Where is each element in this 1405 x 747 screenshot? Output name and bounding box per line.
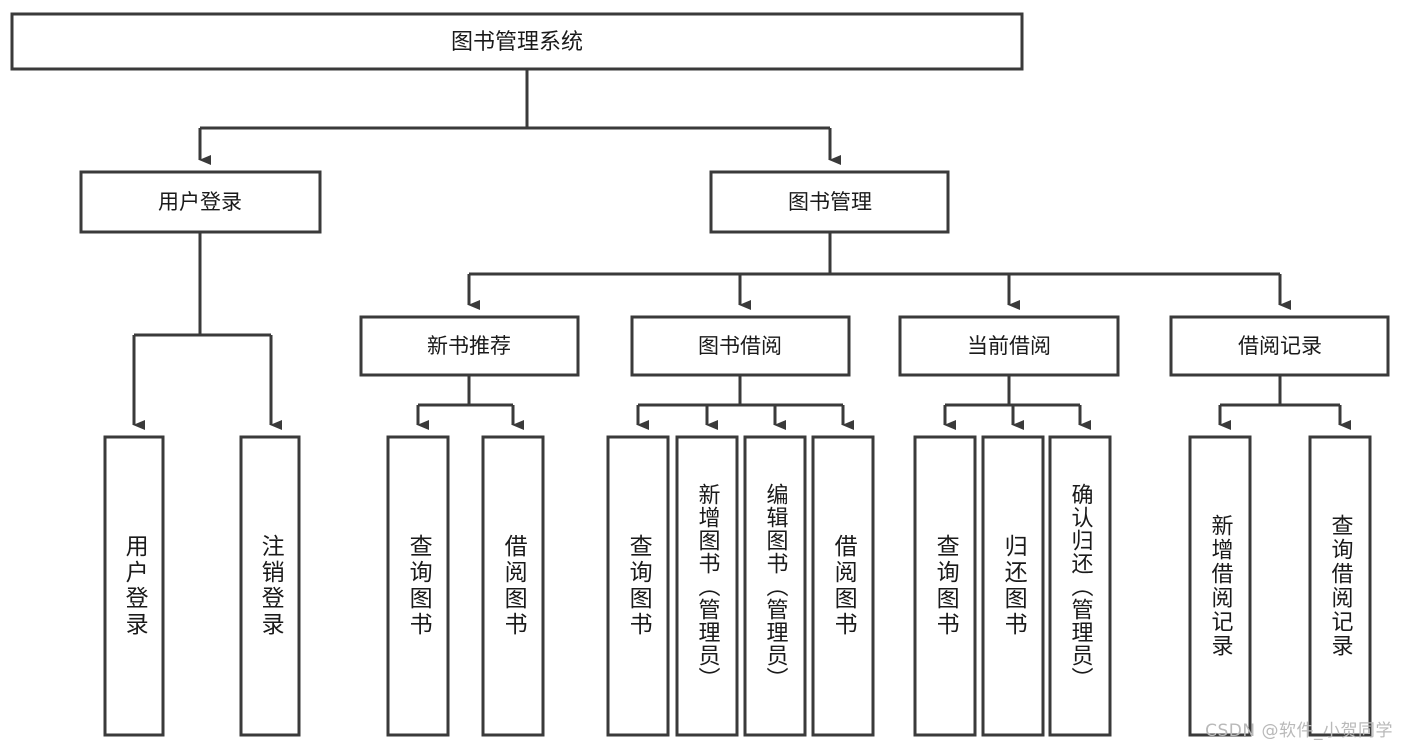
leaf-box-return-book[interactable] [981,435,1045,737]
node-current-borrow[interactable]: 当前借阅 [898,315,1120,377]
leaf-box-logout[interactable] [239,435,301,737]
node-book-management-box[interactable] [709,170,950,234]
node-user-login[interactable]: 用户登录 [79,170,322,234]
node-root[interactable]: 图书管理系统 [10,12,1024,71]
connector-group [132,69,1351,430]
node-user-login-label: 用户登录 [158,190,242,214]
node-book-borrow[interactable]: 图书借阅 [630,315,851,377]
node-root-box[interactable] [10,12,1024,71]
leaf-box-borrow-book-b[interactable] [811,435,875,737]
leaf-box-query-book-c[interactable] [913,435,977,737]
node-new-book-recommend-box[interactable] [359,315,580,377]
node-root-label: 图书管理系统 [451,30,583,55]
node-book-management[interactable]: 图书管理 [709,170,950,234]
csdn-watermark: CSDN @软件_小贺同学 [1205,721,1393,741]
leaf-box-query-record[interactable] [1308,435,1372,737]
leaf-box-borrow-book-new[interactable] [481,435,545,737]
node-user-login-box[interactable] [79,170,322,234]
node-book-borrow-box[interactable] [630,315,851,377]
node-new-book-recommend-label: 新书推荐 [427,334,511,358]
node-borrow-record-box[interactable] [1169,315,1390,377]
node-book-management-label: 图书管理 [788,190,872,214]
leaf-box-query-book-new[interactable] [386,435,450,737]
node-borrow-record[interactable]: 借阅记录 [1169,315,1390,377]
node-new-book-recommend[interactable]: 新书推荐 [359,315,580,377]
node-book-borrow-label: 图书借阅 [698,334,782,358]
leaf-node-group [103,435,1372,737]
leaf-box-add-record[interactable] [1188,435,1252,737]
leaf-box-query-book-b[interactable] [606,435,670,737]
leaf-box-edit-book-admin[interactable] [743,435,807,737]
leaf-box-add-book-admin[interactable] [675,435,739,737]
node-borrow-record-label: 借阅记录 [1238,334,1322,358]
node-current-borrow-label: 当前借阅 [967,334,1051,358]
leaf-box-user-login[interactable] [103,435,165,737]
leaf-box-confirm-return[interactable] [1048,435,1112,737]
node-current-borrow-box[interactable] [898,315,1120,377]
